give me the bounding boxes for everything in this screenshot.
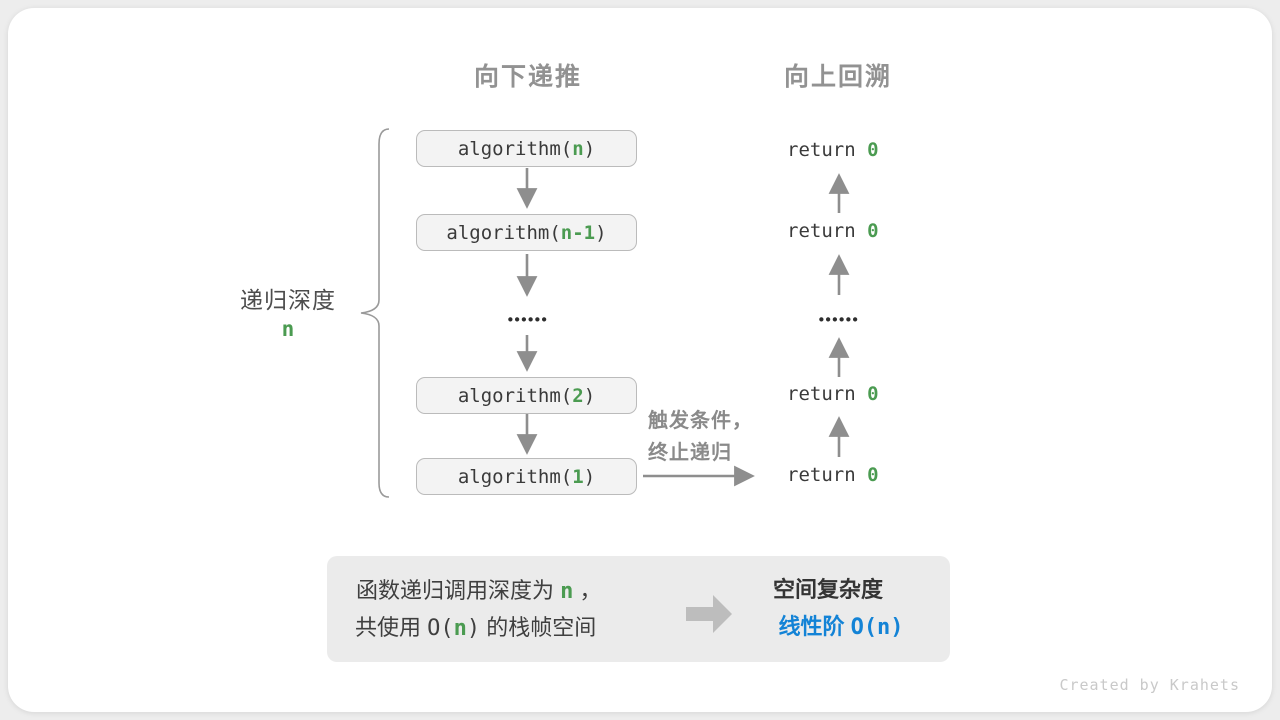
return-statement: return 0 (787, 219, 879, 243)
call-text: ) (583, 137, 596, 160)
summary-line1: 函数递归调用深度为 n ， (356, 573, 602, 605)
summary-text: 函数递归调用深度为 (356, 578, 561, 603)
space-complexity-title: 空间复杂度 (772, 577, 884, 602)
return-value: 0 (867, 383, 879, 405)
header-recurse-down: 向下递推 (473, 63, 583, 91)
ellipsis-left: •••••• (507, 311, 549, 329)
call-text: ) (583, 465, 596, 488)
return-text: return (787, 220, 868, 242)
big-o-close: ) (466, 616, 481, 641)
result-label: 线性阶 (778, 614, 851, 639)
call-arg: n (572, 137, 584, 160)
call-box-2: algorithm(2) (416, 377, 637, 414)
call-arg: 2 (572, 384, 584, 407)
call-box-n: algorithm(n) (416, 130, 637, 167)
call-text: ) (595, 221, 607, 244)
header-backtrack-up: 向上回溯 (783, 63, 893, 91)
summary-n: n (453, 616, 467, 641)
depth-label: 递归深度 (240, 287, 336, 313)
return-text: return (787, 139, 868, 161)
big-o-open: O( (427, 616, 454, 641)
return-statement: return 0 (787, 463, 879, 487)
summary-box: 函数递归调用深度为 n ， 共使用 O(n) 的栈帧空间 空间复杂度 线性阶 O… (327, 556, 950, 662)
result-big-o: O(n) (850, 615, 904, 640)
return-value: 0 (867, 139, 879, 161)
return-value: 0 (867, 220, 879, 242)
call-text: ) (583, 384, 596, 407)
summary-n: n (560, 579, 574, 604)
implies-arrow-icon (686, 595, 732, 633)
call-arg: 1 (572, 465, 584, 488)
implies-arrow-head (713, 595, 732, 633)
summary-text: ， (573, 578, 602, 603)
return-text: return (787, 383, 868, 405)
return-text: return (787, 464, 868, 486)
call-text: algorithm( (457, 137, 573, 160)
call-text: algorithm( (446, 221, 561, 244)
call-box-n-1: algorithm(n-1) (416, 214, 637, 251)
return-statement: return 0 (787, 138, 879, 162)
summary-line2: 共使用 O(n) 的栈帧空间 (355, 610, 596, 642)
call-box-1: algorithm(1) (416, 458, 637, 495)
space-complexity-result: 线性阶 O(n) (778, 609, 903, 641)
implies-arrow-bar (686, 607, 713, 621)
call-text: algorithm( (457, 384, 573, 407)
credit-text: Created by Krahets (1059, 676, 1240, 694)
terminate-note-line1: 触发条件， (648, 410, 753, 432)
call-arg: n-1 (560, 221, 596, 244)
terminate-note-line2: 终止递归 (648, 442, 732, 464)
return-value: 0 (867, 464, 879, 486)
summary-text: 共使用 (355, 615, 428, 640)
return-statement: return 0 (787, 382, 879, 406)
ellipsis-right: •••••• (818, 311, 860, 329)
summary-text: 的栈帧空间 (480, 615, 597, 640)
call-text: algorithm( (457, 465, 573, 488)
depth-value: n (281, 317, 295, 341)
